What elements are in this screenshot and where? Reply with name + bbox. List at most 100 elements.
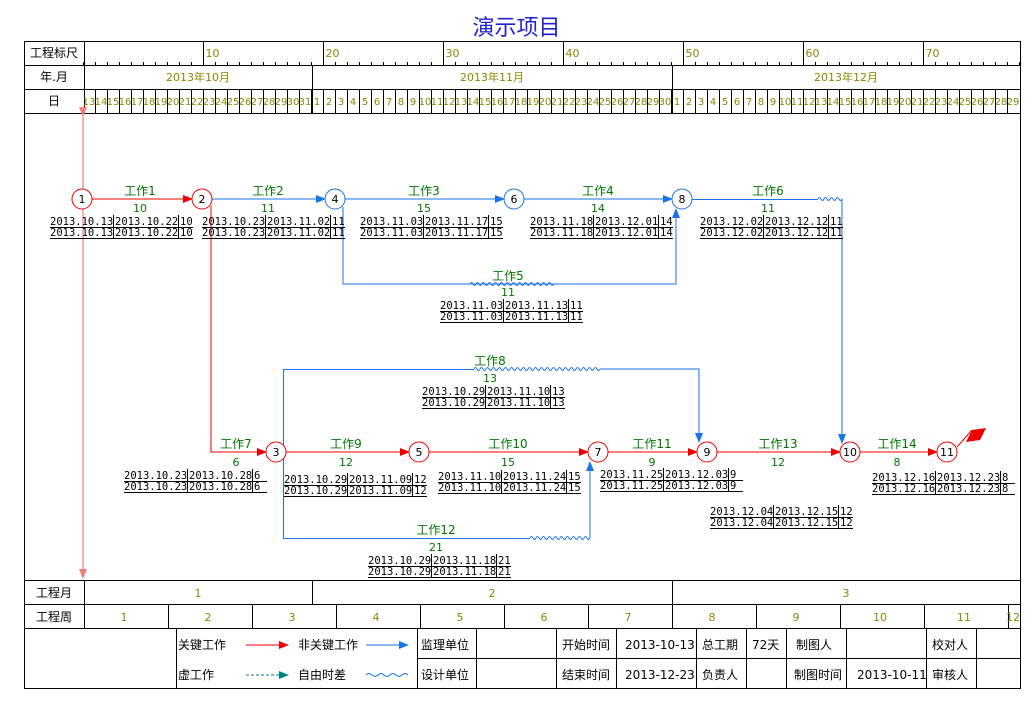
day-label: 17 xyxy=(863,97,876,108)
float-wave-task-6 xyxy=(817,197,843,201)
task-name-t11: 工作11 xyxy=(632,437,671,451)
total-float-t7: 6 xyxy=(254,481,260,493)
day-label: 22 xyxy=(923,97,936,108)
early-start-t3: 2013.11.03 xyxy=(360,216,423,228)
task-duration-t10: 15 xyxy=(501,456,515,469)
arrow-task-7 xyxy=(210,206,267,456)
node-label-7: 7 xyxy=(595,446,602,459)
project-week-value: 10 xyxy=(873,611,887,624)
node-label-5: 5 xyxy=(416,446,423,459)
late-start-t5: 2013.11.03 xyxy=(440,311,503,323)
late-finish-t3: 2013.11.17 xyxy=(425,227,488,239)
free-float-t13: 12 xyxy=(840,506,853,518)
late-start-t4: 2013.11.18 xyxy=(530,227,593,239)
scale-tick-label: 30 xyxy=(446,47,460,60)
early-finish-t9: 2013.11.09 xyxy=(349,474,412,486)
node-5 xyxy=(408,441,430,463)
free-float-t2: 11 xyxy=(332,216,345,228)
day-label: 9 xyxy=(770,97,776,108)
node-10 xyxy=(839,441,861,463)
day-label: 13 xyxy=(815,97,828,108)
late-finish-t4: 2013.12.01 xyxy=(595,227,658,239)
arrow-task-8 xyxy=(600,368,703,443)
day-label: 18 xyxy=(143,97,156,108)
project-week-value: 9 xyxy=(793,611,800,624)
early-finish-t6: 2013.12.12 xyxy=(765,216,828,228)
node-11 xyxy=(936,441,958,463)
day-label: 30 xyxy=(659,97,672,108)
late-finish-t1: 2013.10.22 xyxy=(115,227,178,239)
day-label: 31 xyxy=(299,97,312,108)
legend-checker-label: 校对人 xyxy=(932,637,968,652)
month-row-label: 年.月 xyxy=(40,70,68,84)
free-float-t3: 15 xyxy=(490,216,503,228)
day-label: 29 xyxy=(1007,97,1020,108)
scale-tick-label: 40 xyxy=(566,47,580,60)
free-float-t14: 8 xyxy=(1002,472,1008,484)
task-name-t13: 工作13 xyxy=(758,437,797,451)
legend-noncritical-label: 非关键工作 xyxy=(298,638,358,652)
early-start-t8: 2013.10.29 xyxy=(422,386,485,398)
node-label-2: 2 xyxy=(199,193,206,206)
day-label: 19 xyxy=(887,97,900,108)
project-week-value: 5 xyxy=(457,611,464,624)
legend-duration-value: 72天 xyxy=(752,638,779,652)
day-label: 28 xyxy=(635,97,648,108)
total-float-t9: 12 xyxy=(414,485,427,497)
free-float-t4: 14 xyxy=(660,216,673,228)
day-label: 3 xyxy=(338,97,344,108)
day-label: 20 xyxy=(539,97,552,108)
legend-reviewer-label: 审核人 xyxy=(932,667,968,682)
scale-tick-label: 50 xyxy=(686,47,700,60)
legend-drafted-label: 制图时间 xyxy=(794,668,842,682)
day-label: 16 xyxy=(119,97,132,108)
node-2 xyxy=(191,188,213,210)
float-wave-task-12 xyxy=(529,536,591,540)
day-label: 2 xyxy=(326,97,332,108)
task-duration-t5: 11 xyxy=(501,286,515,299)
task-duration-t3: 15 xyxy=(417,202,431,215)
day-label: 16 xyxy=(491,97,504,108)
early-finish-t13: 2013.12.15 xyxy=(775,506,838,518)
late-finish-t6: 2013.12.12 xyxy=(765,227,828,239)
legend-start-value: 2013-10-13 xyxy=(625,638,695,652)
late-finish-t10: 2013.11.24 xyxy=(503,482,566,494)
node-3 xyxy=(265,441,287,463)
early-finish-t7: 2013.10.28 xyxy=(189,470,252,482)
legend-critical-label: 关键工作 xyxy=(178,638,226,652)
project-week-value: 11 xyxy=(957,611,971,624)
day-label: 10 xyxy=(419,97,432,108)
float-wave-task-8 xyxy=(473,367,601,371)
task-name-t4: 工作4 xyxy=(582,184,614,198)
free-float-t6: 11 xyxy=(830,216,843,228)
day-label: 14 xyxy=(467,97,480,108)
early-start-t6: 2013.12.02 xyxy=(700,216,763,228)
day-label: 14 xyxy=(827,97,840,108)
late-start-t11: 2013.11.25 xyxy=(600,480,663,492)
late-start-t10: 2013.11.10 xyxy=(438,482,501,494)
total-float-t6: 11 xyxy=(830,227,843,239)
task-name-t10: 工作10 xyxy=(488,437,527,451)
float-wave-task-5 xyxy=(469,282,555,286)
early-start-t4: 2013.11.18 xyxy=(530,216,593,228)
day-label: 27 xyxy=(251,97,264,108)
day-label: 13 xyxy=(455,97,468,108)
day-label: 1 xyxy=(674,97,680,108)
day-label: 25 xyxy=(959,97,972,108)
total-float-t2: 11 xyxy=(332,227,345,239)
day-label: 12 xyxy=(803,97,816,108)
month-label: 2013年12月 xyxy=(814,70,878,84)
legend-dummy-label: 虚工作 xyxy=(178,668,214,682)
early-start-t14: 2013.12.16 xyxy=(872,472,935,484)
legend-start-label: 开始时间 xyxy=(562,638,610,652)
late-start-t6: 2013.12.02 xyxy=(700,227,763,239)
month-label: 2013年11月 xyxy=(460,70,524,84)
node-7 xyxy=(587,441,609,463)
scale-row-label: 工程标尺 xyxy=(30,45,78,60)
legend-duration-label: 总工期 xyxy=(702,638,738,652)
node-1 xyxy=(71,188,93,210)
